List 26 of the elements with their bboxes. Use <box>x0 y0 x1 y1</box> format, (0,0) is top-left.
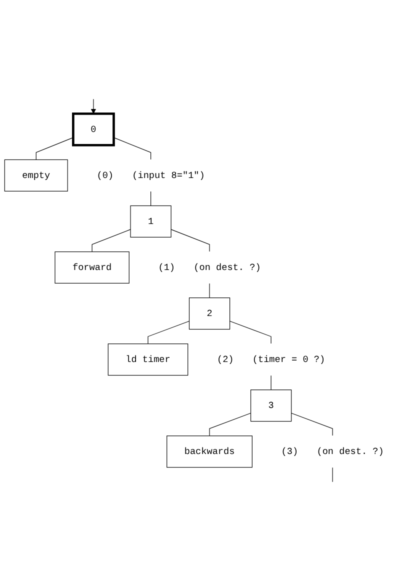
connector <box>92 230 131 253</box>
node-box <box>166 436 252 468</box>
connector <box>209 283 210 299</box>
connector <box>148 321 190 345</box>
connector <box>332 468 333 483</box>
connector <box>170 230 210 253</box>
node-box <box>250 390 292 422</box>
arrow <box>90 99 96 114</box>
node-box <box>72 113 115 147</box>
node-box <box>4 160 68 192</box>
node-box <box>54 252 130 284</box>
connector <box>209 413 252 437</box>
node-text: (3) (on dest. ?) <box>281 446 384 458</box>
node-box <box>188 298 230 330</box>
node-text: (1) (on dest. ?) <box>158 262 261 274</box>
node-text: (2) (timer = 0 ?) <box>216 354 326 366</box>
node-text: (0) (input 8="1") <box>96 170 205 182</box>
connector <box>270 375 272 391</box>
node-box <box>108 344 188 376</box>
node-box <box>130 206 172 238</box>
grafcet-diagram: 0 empty (0) (input 8="1") 1 forward (1) (on dest. ?) 2 ld timer (2) (timer = 0 ?) 3 backwards (3) (on dest. ?) <box>0 77 406 505</box>
connector <box>230 321 272 345</box>
connector <box>36 138 74 160</box>
connector <box>291 413 333 437</box>
connector <box>150 191 152 207</box>
connector <box>113 138 152 160</box>
